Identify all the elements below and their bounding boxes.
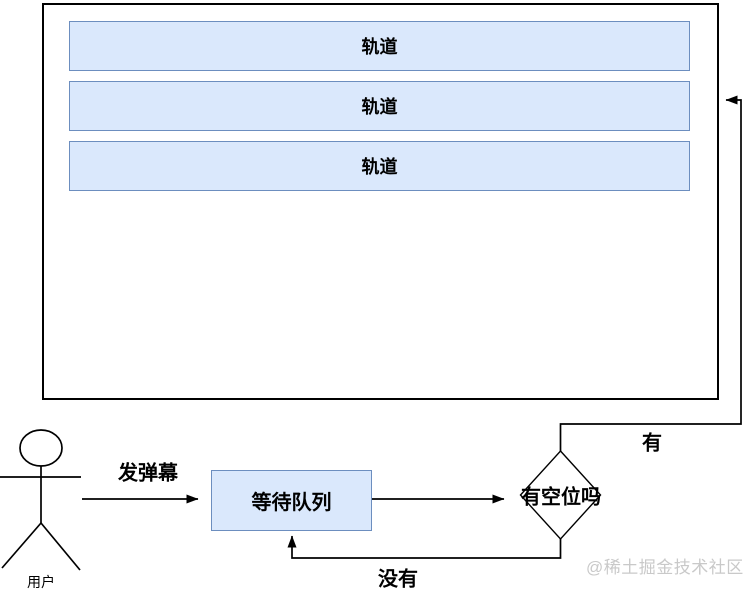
user-actor-label: 用户 (27, 574, 55, 590)
watermark: @稀土掘金技术社区 (586, 558, 744, 577)
track-label: 轨道 (361, 37, 398, 57)
track-label: 轨道 (361, 157, 398, 177)
track-lane-3: 轨道 (69, 141, 690, 191)
user-figure-icon (0, 429, 81, 571)
no-path-arrow (287, 535, 562, 559)
decision-label: 有空位吗 (521, 486, 601, 509)
track-lane-2: 轨道 (69, 81, 690, 131)
track-lane-1: 轨道 (69, 21, 690, 71)
waiting-queue-box: 等待队列 (211, 470, 372, 531)
send-danmaku-label: 发弹幕 (118, 462, 178, 485)
no-branch-label: 没有 (378, 568, 418, 591)
yes-branch-label: 有 (642, 432, 662, 455)
track-label: 轨道 (361, 97, 398, 117)
waiting-queue-label: 等待队列 (251, 492, 332, 514)
